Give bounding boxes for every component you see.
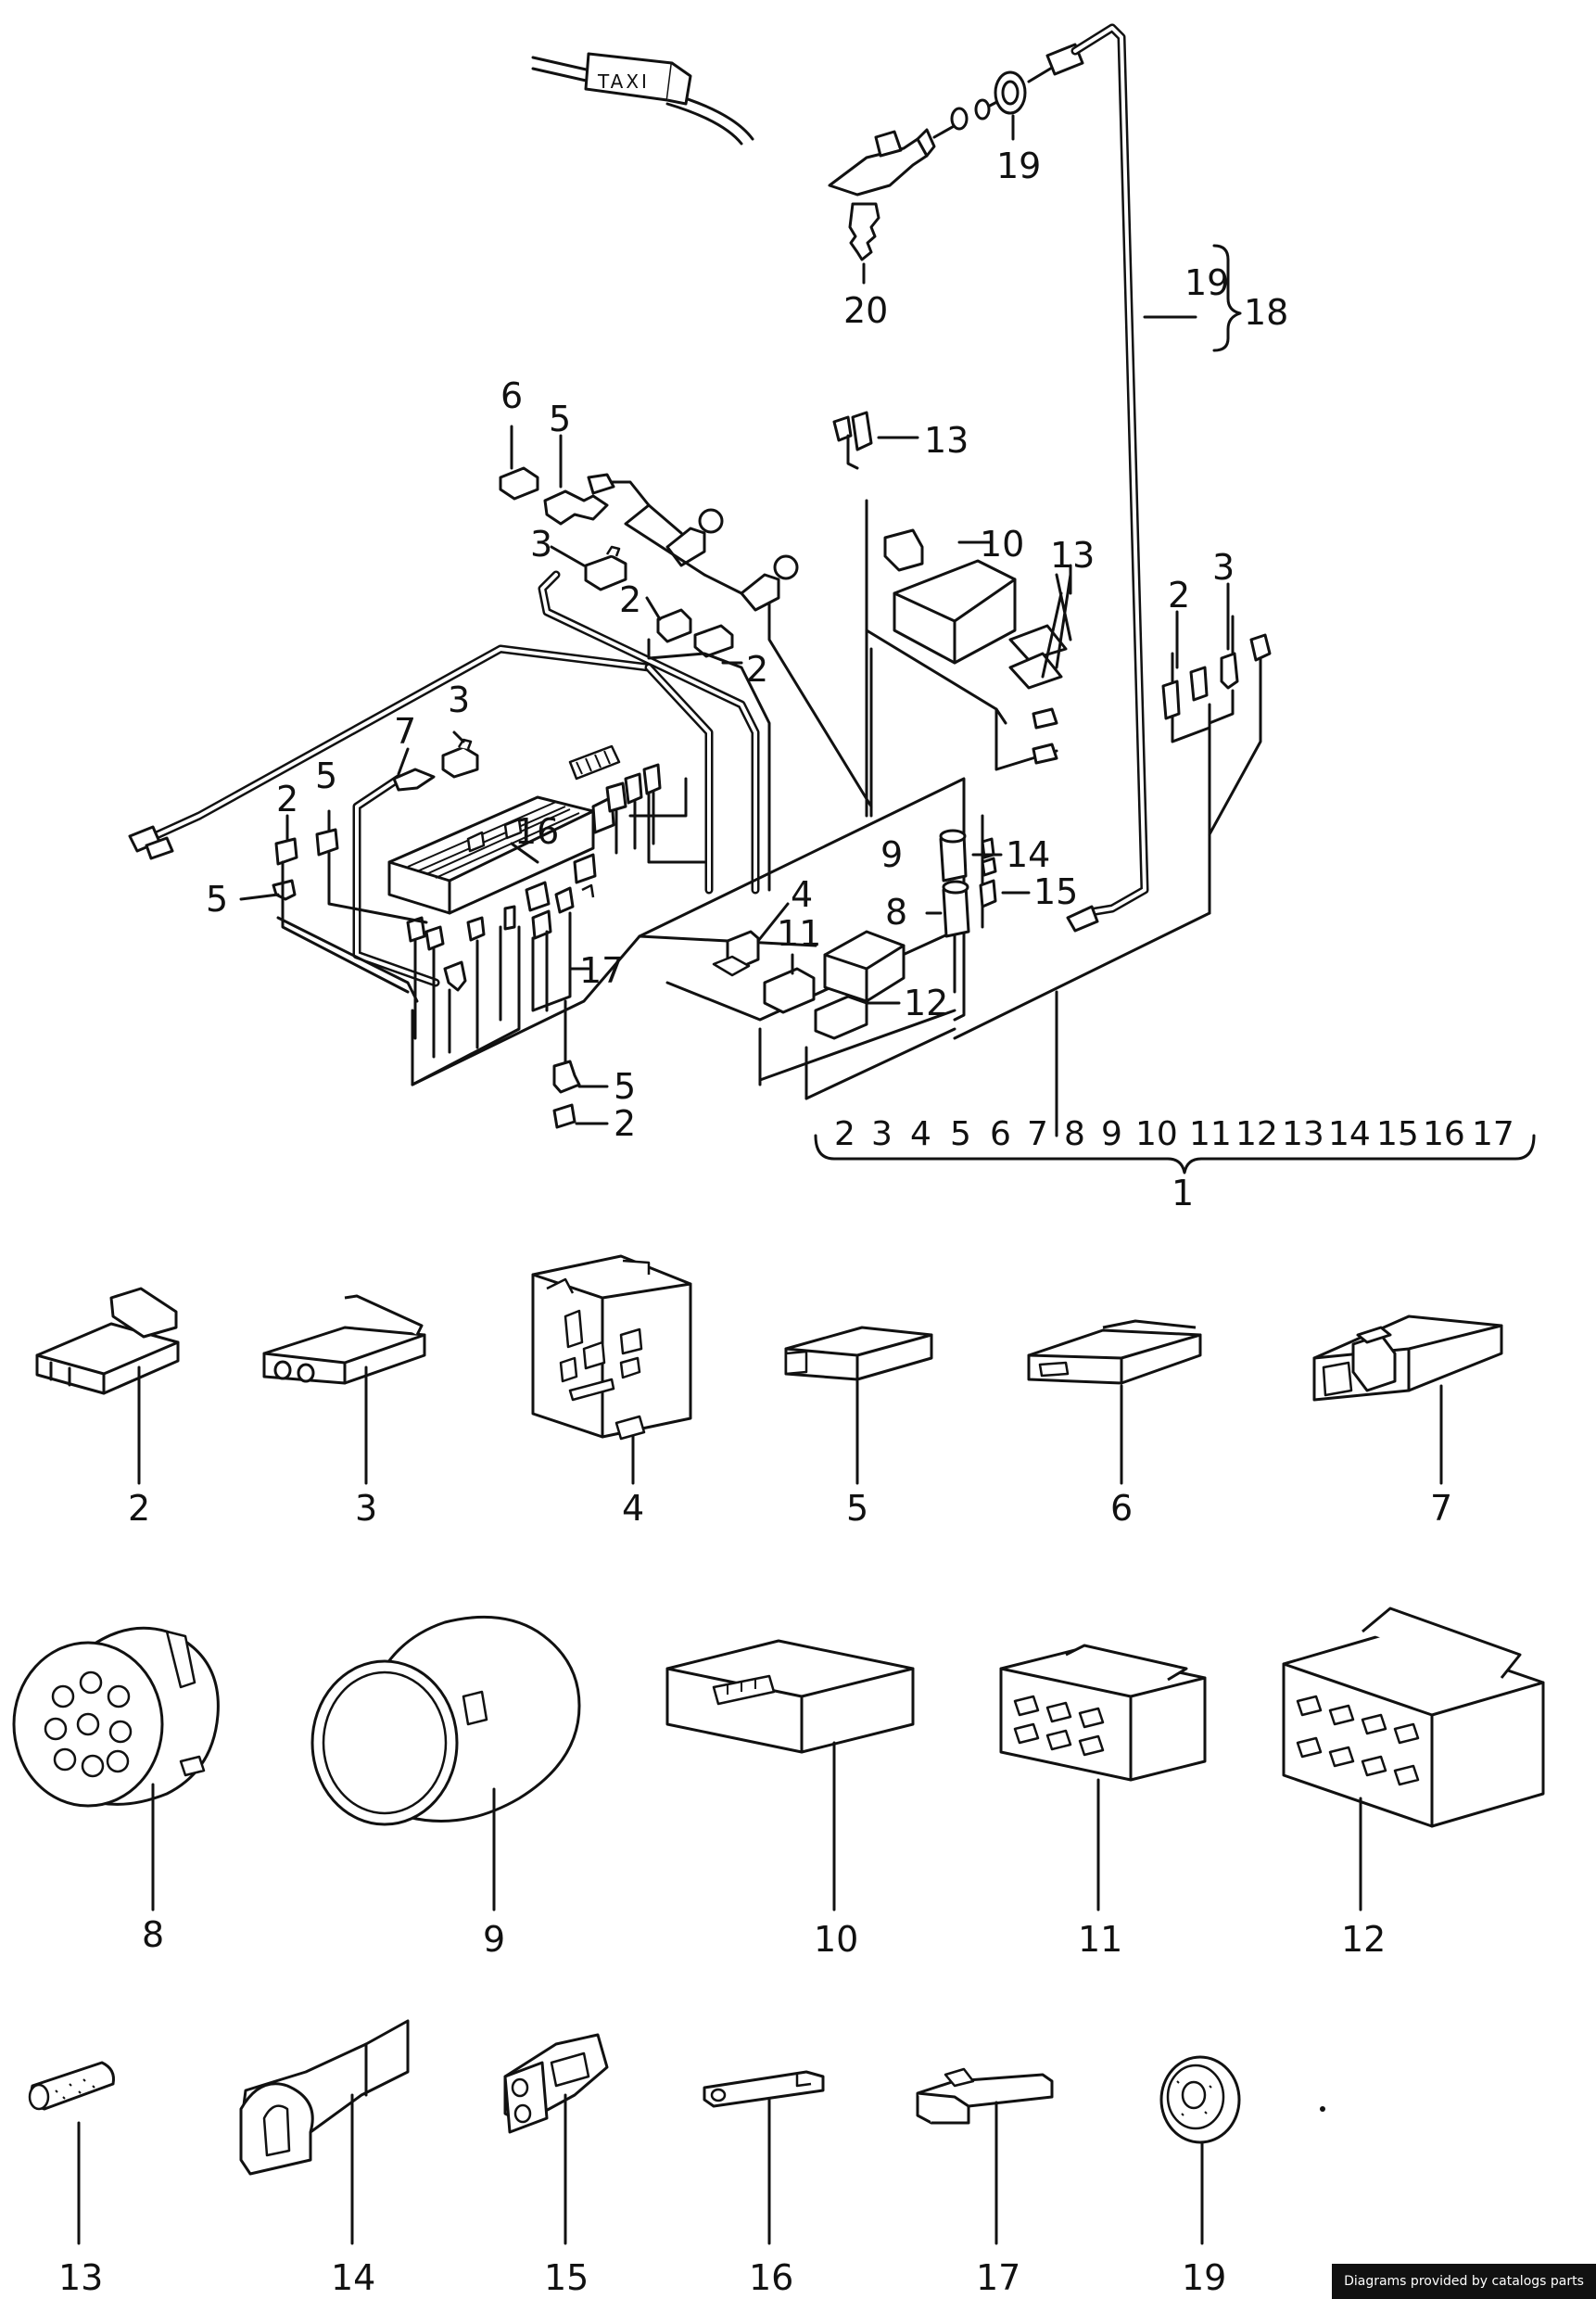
row2-label-8: 8	[142, 1914, 164, 1955]
single-pin-connector-icon	[784, 1326, 933, 1485]
callout-5-bottom: 5	[614, 1066, 636, 1107]
bracket-list-17: 17	[1472, 1115, 1514, 1153]
bracket-list-2: 2	[834, 1115, 855, 1153]
bracket-list-11: 11	[1189, 1115, 1232, 1153]
bracket-total-label: 1	[1172, 1173, 1194, 1213]
row3-label-15: 15	[544, 2257, 589, 2298]
bracket-list-16: 16	[1423, 1115, 1465, 1153]
callout-3-upper: 3	[530, 524, 552, 565]
flat-connector-housing-icon	[35, 1287, 180, 1485]
row1-label-3: 3	[355, 1488, 377, 1529]
parts-row-3: 13 14 15 16 17 19	[28, 2019, 1241, 2298]
callout-9-mid: 9	[880, 834, 903, 875]
component-bracket: 2 3 4 5 6 7 8 9 10 11 12 13 14 15 16 17 …	[814, 1115, 1536, 1213]
row1-label-4: 4	[622, 1488, 644, 1529]
parts-row-2: 8 9 10 11 12	[12, 1607, 1545, 1960]
callout-19-bracket: 19	[1184, 262, 1229, 303]
flat-terminal-icon	[703, 2070, 825, 2245]
taxi-sign-label: TAXI	[597, 70, 650, 93]
bracket-list-15: 15	[1376, 1115, 1419, 1153]
bracket-list-13: 13	[1282, 1115, 1324, 1153]
callout-5-far-left: 5	[206, 879, 228, 920]
latched-connector-icon	[1312, 1315, 1503, 1485]
row1-label-6: 6	[1110, 1488, 1133, 1529]
callout-13-mid: 13	[1050, 535, 1095, 576]
callout-2-left: 2	[276, 779, 298, 819]
callout-17-mid: 17	[579, 950, 624, 991]
row3-label-14: 14	[331, 2257, 375, 2298]
bracket-list-12: 12	[1235, 1115, 1278, 1153]
rectangular-housing-icon	[665, 1639, 915, 1912]
callout-18: 18	[1244, 292, 1288, 333]
grommet-icon	[1159, 2055, 1241, 2245]
eight-pin-housing-icon	[1282, 1607, 1545, 1912]
row3-label-19: 19	[1182, 2257, 1226, 2298]
main-harness	[128, 411, 1272, 1137]
row2-label-12: 12	[1341, 1919, 1386, 1960]
callout-labels: 19 20 19 18 6 5 13 3 10 13 2 2 2 3 3 7 5…	[206, 146, 1288, 1144]
callout-3-right: 3	[1212, 547, 1235, 588]
double-terminal-housing-icon	[503, 2033, 609, 2245]
bracket-list-7: 7	[1027, 1115, 1048, 1153]
callout-13-top: 13	[924, 420, 969, 461]
row2-label-9: 9	[483, 1919, 505, 1960]
callout-2-right: 2	[1168, 575, 1190, 616]
callout-7-left: 7	[394, 711, 416, 752]
six-pin-housing-icon	[999, 1644, 1207, 1912]
callout-12-mid: 12	[904, 983, 948, 1023]
bracket-list-10: 10	[1135, 1115, 1178, 1153]
roof-outline: TAXI	[531, 52, 754, 146]
callout-14-mid: 14	[1006, 834, 1050, 875]
bracket-list-4: 4	[910, 1115, 931, 1153]
single-terminal-housing-icon	[239, 2019, 410, 2245]
row1-label-5: 5	[846, 1488, 868, 1529]
bracket-list-6: 6	[990, 1115, 1011, 1153]
parts-row-1: 2 3 4 5 6 7	[35, 1254, 1503, 1529]
roof-lamp-assembly	[828, 23, 1149, 933]
round-housing-icon	[310, 1615, 581, 1912]
stray-dot	[1320, 2106, 1325, 2112]
callout-2-upper-b: 2	[746, 649, 768, 690]
bracket-list-9: 9	[1101, 1115, 1122, 1153]
callout-11-mid: 11	[777, 913, 821, 954]
crimp-sleeve-icon	[28, 2061, 115, 2245]
callout-5-left: 5	[315, 756, 337, 796]
callout-19-top: 19	[996, 146, 1041, 186]
callout-15-mid: 15	[1033, 871, 1078, 912]
callout-2-upper: 2	[619, 579, 641, 620]
two-pin-connector-icon	[262, 1294, 426, 1485]
bracket-list-3: 3	[871, 1115, 893, 1153]
callout-leaders	[239, 425, 1230, 1125]
row1-label-2: 2	[128, 1488, 150, 1529]
callout-8-mid: 8	[885, 892, 907, 933]
round-multipin-connector-icon	[12, 1626, 220, 1912]
relay-socket-icon	[531, 1254, 692, 1485]
flat-single-connector-icon	[1027, 1319, 1202, 1485]
callout-6-top: 6	[500, 375, 523, 416]
row3-label-16: 16	[749, 2257, 793, 2298]
flat-receptacle-icon	[916, 2067, 1054, 2245]
callout-3-left: 3	[448, 680, 470, 720]
row2-label-11: 11	[1078, 1919, 1122, 1960]
bracket-list-8: 8	[1064, 1115, 1085, 1153]
callout-10-upper: 10	[980, 524, 1024, 565]
row3-label-13: 13	[58, 2257, 103, 2298]
bracket-18	[1143, 244, 1242, 352]
watermark-banner: Diagrams provided by catalogs parts	[1332, 2264, 1596, 2299]
bracket-list-14: 14	[1328, 1115, 1371, 1153]
callout-20: 20	[843, 290, 888, 331]
callout-2-bottom: 2	[614, 1103, 636, 1144]
bracket-list-5: 5	[950, 1115, 971, 1153]
callout-16: 16	[514, 811, 559, 852]
callout-5-top: 5	[549, 399, 571, 439]
row1-label-7: 7	[1430, 1488, 1452, 1529]
row2-label-10: 10	[814, 1919, 858, 1960]
row3-label-17: 17	[976, 2257, 1020, 2298]
callout-4-mid: 4	[791, 874, 813, 915]
